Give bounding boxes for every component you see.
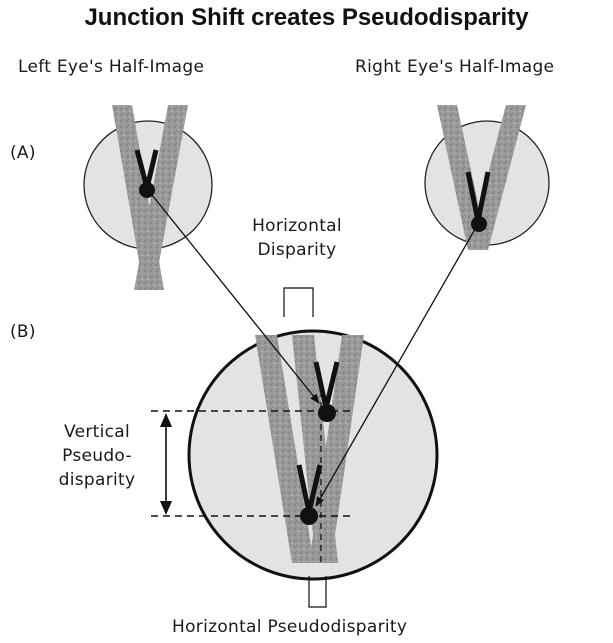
lower-junction-dot (300, 507, 318, 525)
right-junction-dot (471, 216, 487, 232)
right-half-image (425, 105, 549, 250)
horizontal-pseudodisparity-bracket (309, 576, 326, 607)
upper-junction-dot (318, 404, 336, 422)
horizontal-disparity-bracket (284, 288, 313, 317)
left-half-image (84, 105, 212, 290)
vertical-arrow-bottom-head (160, 501, 172, 515)
combined-image (151, 331, 437, 579)
vertical-arrow-top-head (160, 413, 172, 427)
